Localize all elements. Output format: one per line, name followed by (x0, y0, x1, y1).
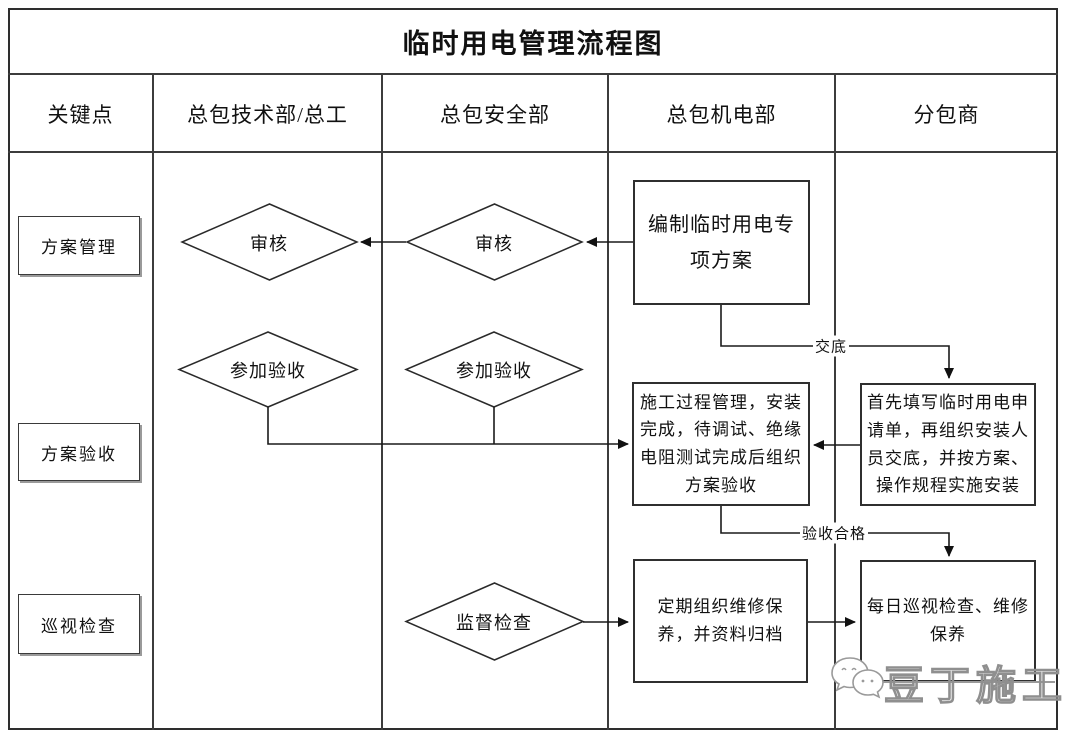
process-construction-management: 施工过程管理，安装完成，待调试、绝缘电阻测试完成后组织方案验收 (632, 382, 810, 506)
diamond-review-tech (180, 203, 359, 281)
arrow-acceptance-to-construction (267, 407, 629, 449)
column-header-key-points: 关键点 (47, 103, 114, 127)
process-subcontractor-install: 首先填写临时用电申请单，再组织安装人员交底，并按方案、操作规程实施安装 (860, 383, 1036, 506)
key-point-plan-acceptance: 方案验收 (18, 423, 140, 481)
column-line-3 (607, 75, 609, 730)
diamond-review-safety (405, 203, 584, 281)
header-separator-line (8, 151, 1058, 153)
column-header-me-dept: 总包机电部 (666, 103, 777, 127)
watermark: 豆丁施工 (828, 650, 1063, 712)
edge-label-handover: 交底 (812, 335, 850, 357)
column-header-tech-dept: 总包技术部/总工 (187, 103, 348, 127)
label-review-tech: 审核 (250, 234, 288, 254)
process-daily-inspection: 每日巡视检查、维修保养 (860, 560, 1036, 682)
edge-label-acceptance-passed: 验收合格 (799, 522, 869, 544)
process-periodic-maintenance: 定期组织维修保养，并资料归档 (633, 559, 808, 683)
watermark-text: 豆丁施工 (883, 662, 1066, 708)
column-header-safety-dept: 总包安全部 (440, 103, 550, 127)
column-header-subcontractor: 分包商 (913, 103, 980, 127)
wechat-chat-bubbles-icon (831, 657, 884, 699)
table-outer-border (8, 8, 1058, 730)
column-line-2 (381, 75, 383, 730)
page-title: 临时用电管理流程图 (402, 29, 664, 59)
process-prepare-plan: 编制临时用电专项方案 (633, 180, 810, 305)
title-separator-line (8, 73, 1058, 75)
label-join-acceptance-tech: 参加验收 (230, 361, 306, 381)
label-join-acceptance-safety: 参加验收 (456, 361, 532, 381)
key-point-patrol-inspection: 巡视检查 (18, 594, 140, 654)
label-review-safety: 审核 (475, 234, 513, 254)
column-line-4 (834, 75, 836, 730)
watermark-strike-line (850, 681, 1055, 683)
column-line-1 (152, 75, 154, 730)
label-supervise-check: 监督检查 (456, 613, 532, 633)
diamond-supervise-check (404, 582, 585, 661)
key-point-plan-management: 方案管理 (18, 216, 140, 275)
